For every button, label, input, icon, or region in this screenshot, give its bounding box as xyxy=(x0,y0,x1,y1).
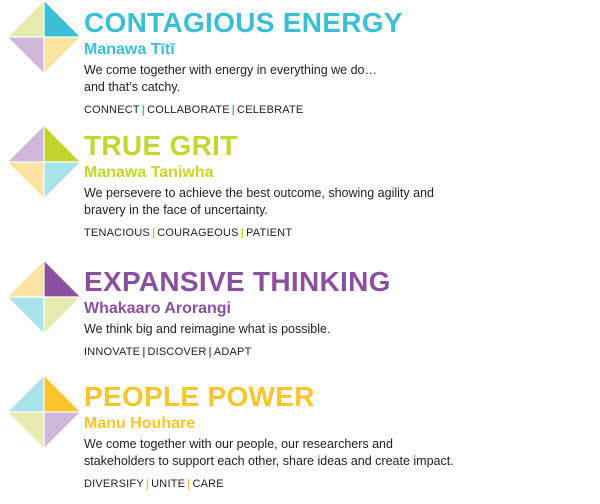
value-description: We come together with our people, our re… xyxy=(84,437,454,468)
diamond-icon xyxy=(8,261,80,333)
value-tags: DIVERSIFY|UNITE|CARE xyxy=(84,478,224,490)
tag: COURAGEOUS xyxy=(157,227,239,239)
tag: CELEBRATE xyxy=(237,104,304,116)
tag: CARE xyxy=(192,478,224,490)
value-tags: INNOVATE|DISCOVER|ADAPT xyxy=(84,346,252,358)
tag: DISCOVER xyxy=(147,346,207,358)
value-description: We come together with energy in everythi… xyxy=(84,63,377,94)
tag: CONNECT xyxy=(84,104,140,116)
value-description: We think big and reimagine what is possi… xyxy=(84,322,331,336)
value-tags: TENACIOUS|COURAGEOUS|PATIENT xyxy=(84,227,293,239)
tag: DIVERSIFY xyxy=(84,478,144,490)
value-subtitle: Manawa Tītī xyxy=(84,41,175,58)
diamond-icon xyxy=(8,1,80,73)
value-subtitle: Manawa Taniwha xyxy=(84,164,214,181)
tag: INNOVATE xyxy=(84,346,141,358)
value-description: We persevere to achieve the best outcome… xyxy=(84,186,434,217)
value-title: PEOPLE POWER xyxy=(84,381,315,412)
diamond-icon xyxy=(8,376,80,448)
tag: ADAPT xyxy=(213,346,252,358)
value-tags: CONNECT|COLLABORATE|CELEBRATE xyxy=(84,104,304,116)
tag: COLLABORATE xyxy=(147,104,230,116)
value-title: TRUE GRIT xyxy=(84,130,238,161)
value-subtitle: Manu Houhare xyxy=(84,415,196,432)
value-title: CONTAGIOUS ENERGY xyxy=(84,7,403,38)
tag: UNITE xyxy=(151,478,186,490)
value-title: EXPANSIVE THINKING xyxy=(84,266,391,297)
tag: TENACIOUS xyxy=(84,227,150,239)
value-subtitle: Whakaaro Arorangi xyxy=(84,300,231,317)
tag: PATIENT xyxy=(246,227,293,239)
diamond-icon xyxy=(8,126,80,198)
